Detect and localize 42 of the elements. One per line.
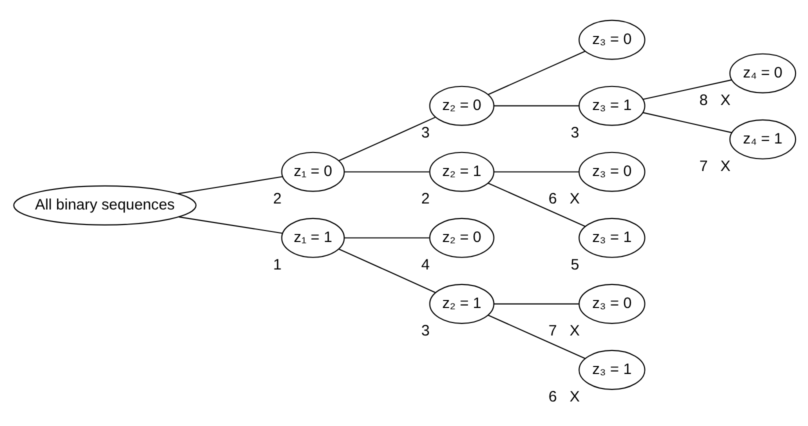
node-ellipse: z₂ = 0 [428,86,494,126]
node-ellipse: z₃ = 1 [578,218,645,258]
connector [344,171,429,172]
node-ellipse: z₁ = 0 [280,152,344,192]
node-label: 1 [272,256,282,274]
node-label: 6 X [548,388,580,406]
node-ellipse: All binary sequences [12,185,196,226]
node-ellipse: z₃ = 0 [578,152,645,192]
connector [487,182,585,227]
node-ellipse: z₂ = 1 [428,152,494,192]
node-label: 7 X [548,322,580,340]
node-ellipse: z₂ = 0 [428,218,494,258]
connector [178,216,282,234]
connector [487,314,585,359]
connector [493,105,578,106]
node-label: 7 X [698,158,730,175]
node-ellipse: z₃ = 1 [578,350,645,390]
connector [493,171,578,172]
node-ellipse: z₃ = 1 [578,86,645,126]
node-ellipse: z₄ = 0 [728,53,796,94]
node-ellipse: z₄ = 1 [728,119,796,160]
node-label: 8 X [698,92,730,109]
node-label: 3 [570,124,579,142]
connector [493,303,578,304]
node-ellipse: z₃ = 0 [578,284,645,324]
connector [338,116,435,162]
node-label: 4 [420,256,430,274]
connector [338,248,435,293]
node-label: 2 [272,190,282,208]
connector [487,50,585,96]
node-label: 3 [420,124,430,142]
connector [642,112,732,134]
node-label: 3 [420,322,430,340]
node-label: 2 [420,190,430,208]
node-ellipse: z₁ = 1 [280,218,344,258]
connector [642,79,732,100]
connector [344,237,429,238]
node-ellipse: z₂ = 1 [428,284,494,324]
node-label: 5 [570,256,579,274]
node-ellipse: z₃ = 0 [578,20,645,60]
connector [177,176,282,194]
node-label: 6 X [548,190,580,208]
